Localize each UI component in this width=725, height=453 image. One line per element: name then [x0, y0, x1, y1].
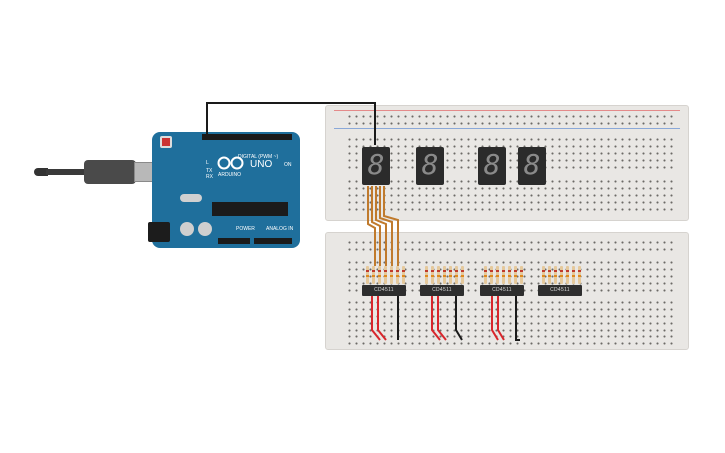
resistor-group-3[interactable]	[484, 266, 524, 284]
resistor	[502, 266, 505, 284]
resistor	[461, 266, 464, 284]
digital-header	[202, 134, 292, 140]
arduino-logo-text: ARDUINO	[218, 172, 242, 178]
crystal	[180, 194, 202, 202]
rail-line-blue	[334, 128, 680, 129]
red-wire	[491, 296, 499, 341]
resistor	[484, 266, 487, 284]
black-wire-arduino	[206, 102, 376, 145]
seven-segment-display-4[interactable]: 8	[518, 147, 546, 185]
breadboard-top[interactable]	[325, 105, 689, 221]
resistor	[578, 266, 581, 284]
usb-cable-wire	[46, 169, 86, 175]
capacitor	[198, 222, 212, 236]
black-wire	[515, 296, 520, 341]
seven-segment-display-2[interactable]: 8	[416, 147, 444, 185]
red-wire	[371, 296, 381, 341]
resistor	[514, 266, 517, 284]
l-label: L	[206, 160, 209, 166]
terminal-holes	[346, 299, 674, 333]
resistor	[390, 266, 393, 284]
seven-segment-display-1[interactable]: 8	[362, 147, 390, 185]
resistor-group-2[interactable]	[425, 266, 465, 284]
red-wire	[377, 296, 387, 341]
power-header	[218, 238, 250, 244]
resistor-group-1[interactable]	[366, 266, 406, 284]
resistor	[520, 266, 523, 284]
reset-button[interactable]	[160, 136, 172, 148]
black-wire	[455, 296, 463, 341]
resistor	[372, 266, 375, 284]
terminal-holes	[346, 136, 674, 172]
orange-wire-bundle	[383, 186, 399, 266]
orange-wire-bundle	[379, 186, 393, 266]
display-digit: 8	[421, 148, 439, 181]
resistor	[490, 266, 493, 284]
resistor	[449, 266, 452, 284]
chip-label: CD4511	[492, 287, 512, 293]
capacitor	[180, 222, 194, 236]
display-digit: 8	[367, 148, 385, 181]
arduino-uno-board[interactable]: DIGITAL (PWM ~) L TX RX ARDUINO UNO ON P…	[148, 132, 300, 248]
resistor	[396, 266, 399, 284]
resistor	[560, 266, 563, 284]
resistor	[402, 266, 405, 284]
rx-label: RX	[206, 174, 213, 180]
red-wire	[437, 296, 447, 341]
terminal-holes	[346, 178, 674, 214]
resistor	[572, 266, 575, 284]
orange-wire-bundle	[371, 186, 381, 266]
rail-holes	[346, 113, 674, 126]
decoder-chip-3[interactable]: CD4511	[480, 285, 524, 296]
resistor	[542, 266, 545, 284]
chip-label: CD4511	[432, 287, 452, 293]
seven-segment-display-3[interactable]: 8	[478, 147, 506, 185]
rail-holes	[346, 239, 674, 253]
chip-label: CD4511	[374, 287, 394, 293]
resistor	[455, 266, 458, 284]
red-wire	[431, 296, 441, 341]
red-wire	[497, 296, 505, 341]
decoder-chip-2[interactable]: CD4511	[420, 285, 464, 296]
on-label: ON	[284, 162, 292, 168]
resistor	[496, 266, 499, 284]
resistor	[384, 266, 387, 284]
resistor	[508, 266, 511, 284]
usb-cable-tip	[34, 168, 48, 176]
resistor	[425, 266, 428, 284]
decoder-chip-1[interactable]: CD4511	[362, 285, 406, 296]
display-digit: 8	[523, 148, 541, 181]
analog-header	[254, 238, 292, 244]
model-label: UNO	[250, 159, 273, 170]
resistor	[548, 266, 551, 284]
digital-label: DIGITAL (PWM ~)	[238, 154, 279, 160]
microcontroller-chip	[212, 202, 288, 216]
display-digit: 8	[483, 148, 501, 181]
resistor	[554, 266, 557, 284]
resistor	[443, 266, 446, 284]
rail-holes	[346, 333, 674, 347]
resistor	[378, 266, 381, 284]
chip-label: CD4511	[550, 287, 570, 293]
rail-line-red	[334, 110, 680, 111]
power-jack[interactable]	[148, 222, 170, 242]
tx-label: TX	[206, 168, 213, 174]
decoder-chip-4[interactable]: CD4511	[538, 285, 582, 296]
analog-label: ANALOG IN	[266, 226, 294, 232]
power-label: POWER	[236, 226, 255, 232]
resistor	[431, 266, 434, 284]
usb-plug-body	[84, 160, 136, 184]
resistor	[366, 266, 369, 284]
orange-wire-bundle	[367, 186, 376, 266]
arduino-infinity-logo-icon	[216, 156, 246, 170]
resistor-group-4[interactable]	[542, 266, 582, 284]
resistor	[437, 266, 440, 284]
resistor	[566, 266, 569, 284]
orange-wire-bundle	[375, 186, 387, 266]
